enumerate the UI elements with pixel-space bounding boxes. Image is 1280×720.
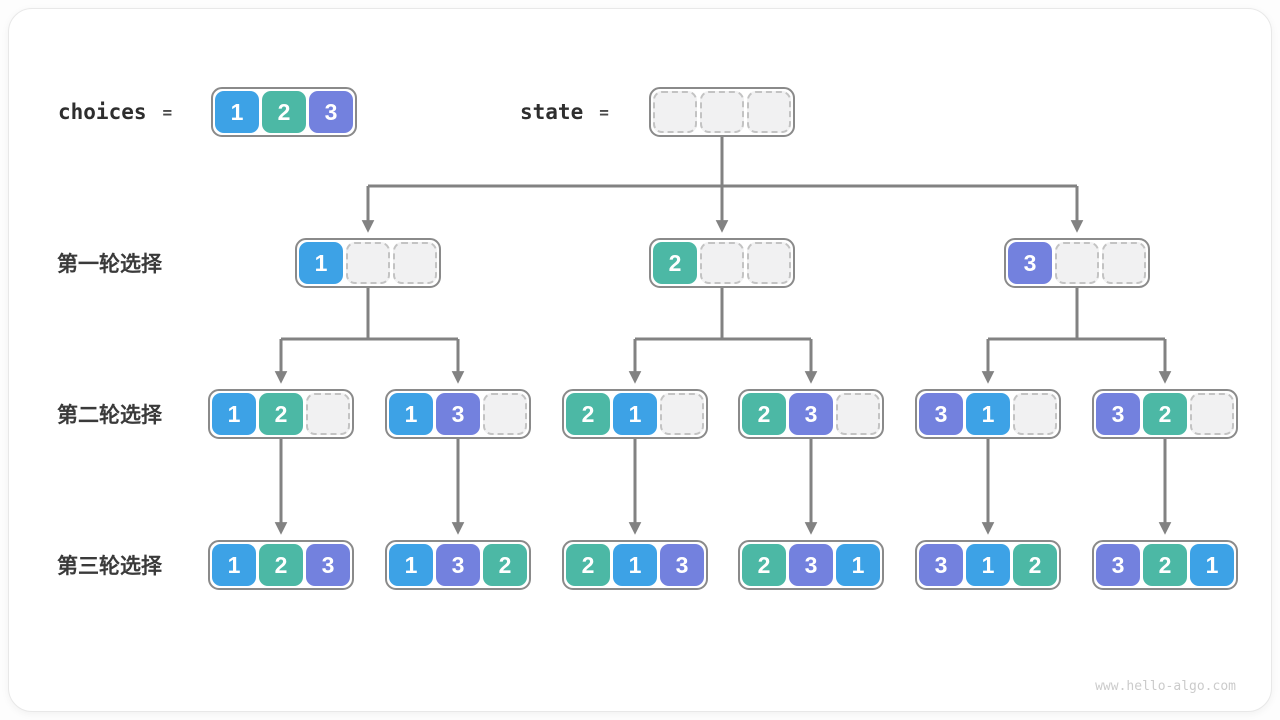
state-array-box [649,87,795,137]
array-cell: 3 [1096,544,1140,586]
choices-label: choices [58,100,147,124]
state-label: state [520,100,584,124]
array-cell: 2 [566,393,610,435]
array-cell [700,242,744,284]
array-cell: 2 [653,242,697,284]
state-node-3: 3 [1004,238,1150,288]
array-cell: 2 [259,393,303,435]
array-cell: 3 [306,544,350,586]
state-node-2-1: 2 1 [562,389,708,439]
array-cell [660,393,704,435]
state-node-1-3: 1 3 [385,389,531,439]
array-cell: 2 [259,544,303,586]
array-cell [747,242,791,284]
array-cell: 1 [1190,544,1234,586]
array-cell: 2 [742,393,786,435]
array-cell: 3 [436,393,480,435]
array-cell: 1 [389,544,433,586]
array-cell: 3 [660,544,704,586]
array-cell: 1 [966,393,1010,435]
array-cell [1055,242,1099,284]
state-node-2-3: 2 3 [738,389,884,439]
array-cell [393,242,437,284]
array-cell: 2 [1013,544,1057,586]
array-cell [483,393,527,435]
array-cell [836,393,880,435]
array-cell: 3 [789,393,833,435]
array-cell [700,91,744,133]
state-node-3-1: 3 1 [915,389,1061,439]
array-cell: 1 [215,91,259,133]
state-node-3-1-2: 3 1 2 [915,540,1061,590]
diagram-canvas [8,8,1272,712]
state-node-1-3-2: 1 3 2 [385,540,531,590]
array-cell: 1 [212,393,256,435]
state-node-2-3-1: 2 3 1 [738,540,884,590]
state-node-2: 2 [649,238,795,288]
state-node-1-2-3: 1 2 3 [208,540,354,590]
state-node-1: 1 [295,238,441,288]
array-cell: 3 [1008,242,1052,284]
array-cell: 1 [613,544,657,586]
array-cell: 2 [1143,544,1187,586]
array-cell: 1 [389,393,433,435]
array-cell: 1 [966,544,1010,586]
array-cell [1102,242,1146,284]
round-3-label: 第三轮选择 [57,555,162,578]
round-2-label: 第二轮选择 [57,404,162,427]
array-cell [653,91,697,133]
equals-sign: = [162,102,173,122]
array-cell [1190,393,1234,435]
state-node-1-2: 1 2 [208,389,354,439]
state-node-3-2-1: 3 2 1 [1092,540,1238,590]
state-node-2-1-3: 2 1 3 [562,540,708,590]
array-cell [747,91,791,133]
array-cell: 1 [212,544,256,586]
choices-array-box: 1 2 3 [211,87,357,137]
array-cell: 1 [299,242,343,284]
array-cell: 3 [919,393,963,435]
array-cell: 3 [309,91,353,133]
array-cell: 2 [1143,393,1187,435]
array-cell: 1 [836,544,880,586]
array-cell: 2 [742,544,786,586]
state-node-3-2: 3 2 [1092,389,1238,439]
array-cell [306,393,350,435]
array-cell: 3 [919,544,963,586]
state-header: state = [520,87,609,137]
array-cell: 3 [789,544,833,586]
array-cell [1013,393,1057,435]
array-cell: 3 [436,544,480,586]
array-cell: 2 [566,544,610,586]
array-cell: 2 [262,91,306,133]
array-cell: 1 [613,393,657,435]
array-cell: 2 [483,544,527,586]
round-1-label: 第一轮选择 [57,253,162,276]
equals-sign: = [599,102,609,122]
array-cell: 3 [1096,393,1140,435]
watermark: www.hello-algo.com [1095,679,1236,694]
choices-header: choices = [58,87,172,137]
array-cell [346,242,390,284]
